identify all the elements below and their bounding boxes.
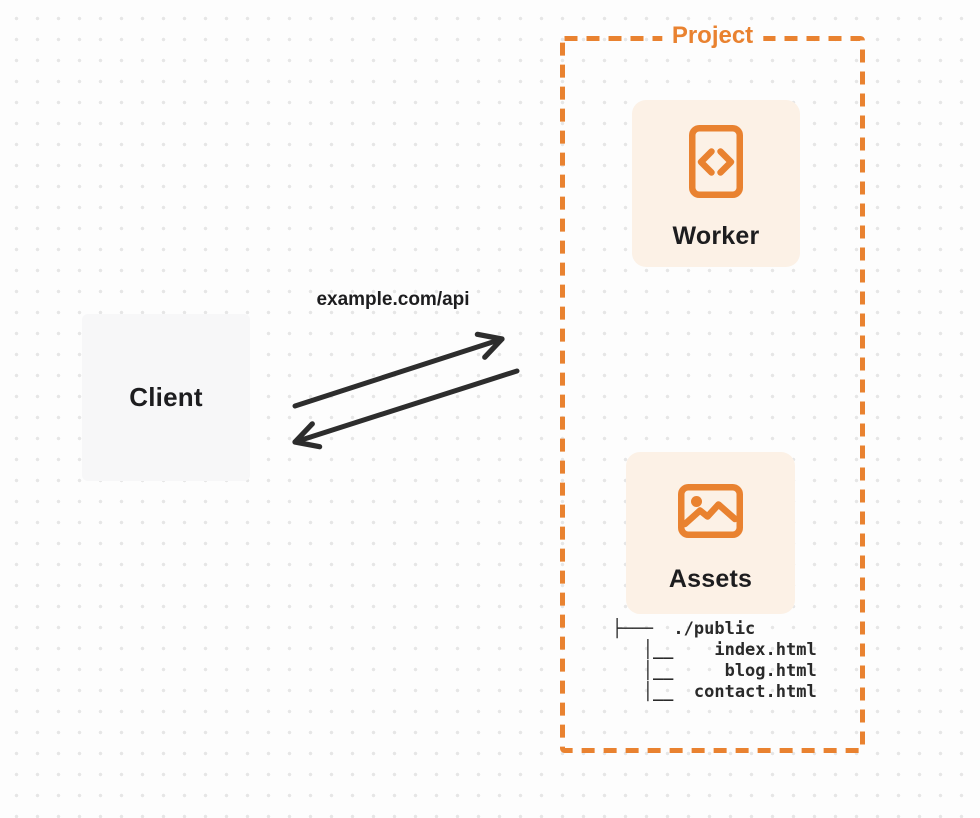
request-arrow <box>292 331 505 409</box>
project-boundary: Project Worker Assets <box>560 21 865 753</box>
worker-label: Worker <box>672 222 760 250</box>
code-file-icon <box>689 125 743 198</box>
project-label: Project <box>661 21 764 51</box>
image-icon <box>678 484 743 538</box>
response-arrow <box>292 368 520 450</box>
assets-node: Assets <box>626 452 795 614</box>
request-response-arrows <box>292 331 520 450</box>
worker-node: Worker <box>632 100 800 267</box>
client-label: Client <box>129 382 203 412</box>
project-dashed-border <box>560 36 865 753</box>
assets-label: Assets <box>668 565 753 593</box>
request-url-label: example.com/api <box>316 289 470 310</box>
assets-file-tree: ├─── ./public │__ index.html │__ blog.ht… <box>612 619 817 702</box>
client-node: Client <box>82 314 250 481</box>
